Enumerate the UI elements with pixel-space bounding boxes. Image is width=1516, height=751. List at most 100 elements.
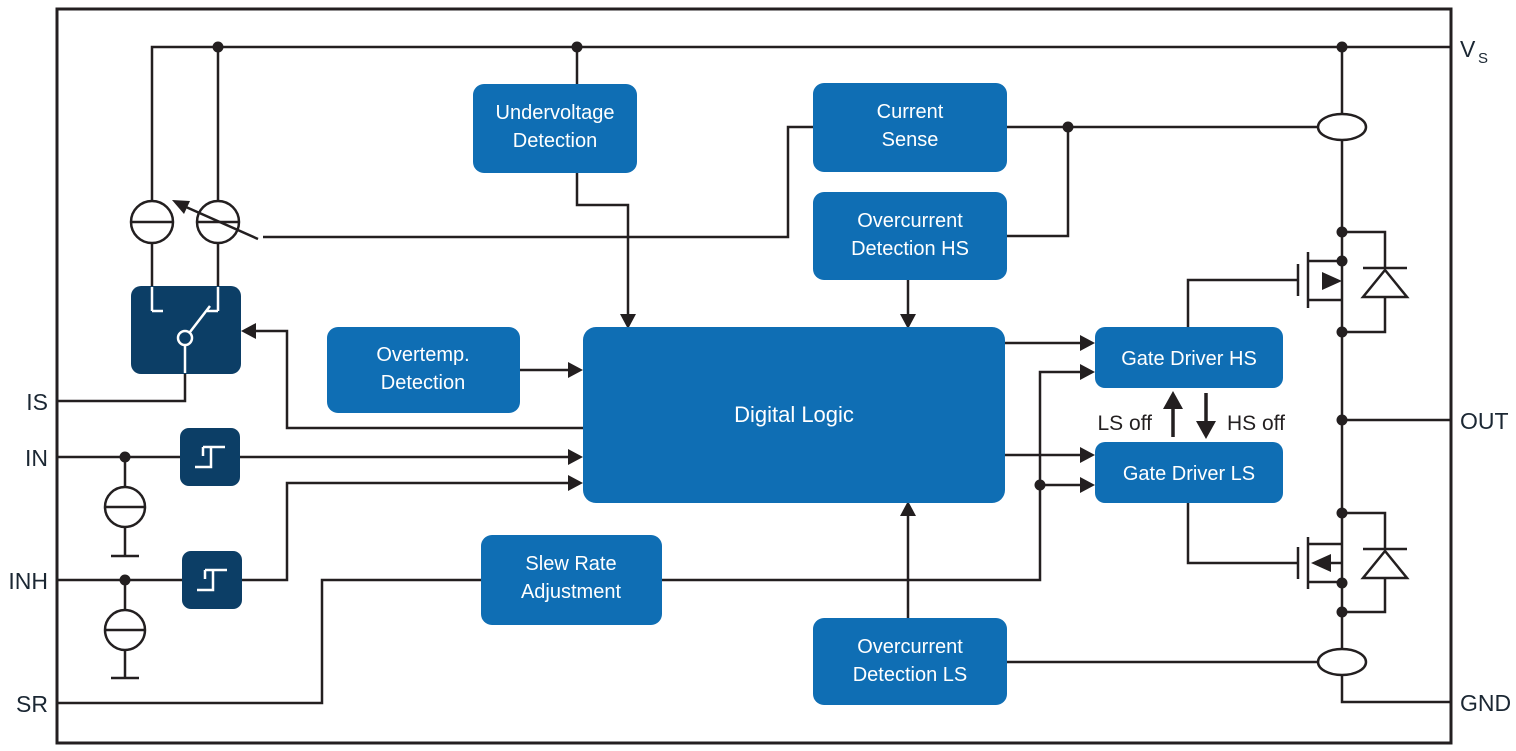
is-switch-block	[131, 286, 241, 374]
undervoltage-to-logic-wire	[575, 173, 630, 320]
pin-label-is: IS	[26, 389, 48, 415]
block-box	[1095, 442, 1283, 503]
pin-label-out: OUT	[1460, 408, 1509, 434]
junction-dot	[1336, 41, 1348, 53]
junction-dot	[212, 41, 224, 53]
sr-pin-wire	[57, 578, 481, 705]
current-sense-ellipse-icon	[1316, 112, 1368, 142]
block-slew-rate-adjustment: Slew Rate Adjustment	[481, 535, 662, 625]
diode-leads	[1342, 230, 1387, 334]
block-overtemp-detection: Overtemp. Detection	[327, 327, 520, 413]
low-side-mosfet	[1296, 537, 1342, 589]
block-label-line1: Gate Driver HS	[1121, 348, 1257, 370]
block-box	[327, 327, 520, 413]
block-overcurrent-detection-hs: Overcurrent Detection HS	[813, 192, 1007, 280]
block-label-line2: Detection HS	[851, 238, 969, 260]
block-undervoltage-detection: Undervoltage Detection	[473, 84, 637, 173]
ls-off-label: LS off	[1098, 412, 1153, 435]
block-label-line1: Current	[877, 101, 944, 123]
block-label-line1: Digital Logic	[734, 402, 854, 427]
gatels-gate-wire	[1186, 503, 1298, 565]
gatehs-gate-wire	[1186, 278, 1298, 327]
pin-label-in: IN	[25, 445, 48, 471]
slew-to-gatehs-wire	[662, 370, 1088, 582]
junction-dot	[1336, 326, 1348, 338]
high-side-body-diode	[1342, 230, 1410, 334]
junction-dot	[1062, 121, 1074, 133]
cross-conduction-annotation: LS off HS off	[1098, 391, 1285, 439]
block-label-line1: Overcurrent	[857, 210, 963, 232]
junction-dots	[119, 41, 1348, 618]
block-label-line1: Slew Rate	[525, 553, 616, 575]
block-label-line2: Detection	[513, 130, 598, 152]
up-arrowhead-icon	[1163, 391, 1183, 409]
arrowhead	[568, 362, 583, 378]
down-arrowhead-icon	[1196, 421, 1216, 439]
vs-rail-wire	[150, 45, 1451, 201]
junction-dot	[571, 41, 583, 53]
block-box	[813, 192, 1007, 280]
junction-dot	[1336, 414, 1348, 426]
body-diode-icon	[1360, 549, 1410, 580]
block-gate-driver-ls: Gate Driver LS	[1095, 442, 1283, 503]
arrowhead	[900, 314, 916, 329]
junction-dot	[119, 451, 131, 463]
arrowhead	[900, 501, 916, 516]
block-box	[473, 84, 637, 173]
pin-label-gnd: GND	[1460, 690, 1511, 716]
block-label-line1: Undervoltage	[496, 102, 615, 124]
block-box	[481, 535, 662, 625]
junction-dot	[1336, 577, 1348, 589]
hs-off-label: HS off	[1227, 412, 1285, 435]
block-box	[813, 83, 1007, 172]
arrowhead	[568, 475, 583, 491]
body-diode-icon	[1360, 268, 1410, 299]
block-gate-driver-hs: Gate Driver HS	[1095, 327, 1283, 388]
mosfet-body-arrow-icon	[1311, 554, 1331, 572]
arrowhead	[1080, 447, 1095, 463]
arrowhead	[1080, 364, 1095, 380]
inh-schmitt-trigger	[182, 551, 242, 609]
junction-dot	[1336, 507, 1348, 519]
pin-label-sr: SR	[16, 691, 48, 717]
block-box	[1095, 327, 1283, 388]
in-schmitt-trigger	[180, 428, 240, 486]
oc-hs-link-wire	[1007, 127, 1070, 238]
low-side-body-diode	[1342, 511, 1410, 614]
block-box	[583, 327, 1005, 503]
block-label-line1: Gate Driver LS	[1123, 463, 1255, 485]
wires	[57, 45, 1451, 705]
junction-dot	[1336, 606, 1348, 618]
gnd-pin-wire	[1340, 675, 1451, 704]
mirror-to-switch-wires	[150, 243, 220, 286]
junction-dot	[1336, 255, 1348, 267]
schmitt-trigger-icon	[195, 445, 225, 469]
in-pulldown-source	[103, 485, 147, 529]
junction-dot	[1336, 226, 1348, 238]
high-side-mosfet	[1296, 252, 1342, 308]
pin-label-vs-sub: S	[1478, 50, 1488, 67]
inh-pulldown-source	[103, 608, 147, 652]
block-current-sense: Current Sense	[813, 83, 1007, 172]
pin-label-vs: V	[1460, 36, 1476, 62]
block-label-line1: Overcurrent	[857, 636, 963, 658]
pin-label-inh: INH	[8, 568, 48, 594]
block-label-line2: Detection	[381, 372, 466, 394]
is-switch-contacts	[150, 287, 220, 313]
schmitt-trigger-icon	[197, 568, 227, 592]
arrowhead	[1080, 335, 1095, 351]
is-current-mirror	[129, 199, 241, 286]
block-label-line1: Overtemp.	[376, 344, 469, 366]
arrowhead	[241, 323, 256, 339]
chip-outline	[55, 7, 1453, 745]
inh-schmitt-out-wire	[242, 481, 576, 582]
mosfet-body-arrow-icon	[1322, 272, 1342, 290]
logic-to-switch-wire	[248, 329, 583, 430]
block-overcurrent-detection-ls: Overcurrent Detection LS	[813, 618, 1007, 705]
arrowhead	[172, 200, 190, 214]
block-label-line2: Detection LS	[853, 664, 968, 686]
pin-labels: V S OUT GND IS IN INH SR	[8, 36, 1511, 717]
arrowhead	[568, 449, 583, 465]
block-box	[813, 618, 1007, 705]
is-pin-wire	[57, 374, 187, 403]
